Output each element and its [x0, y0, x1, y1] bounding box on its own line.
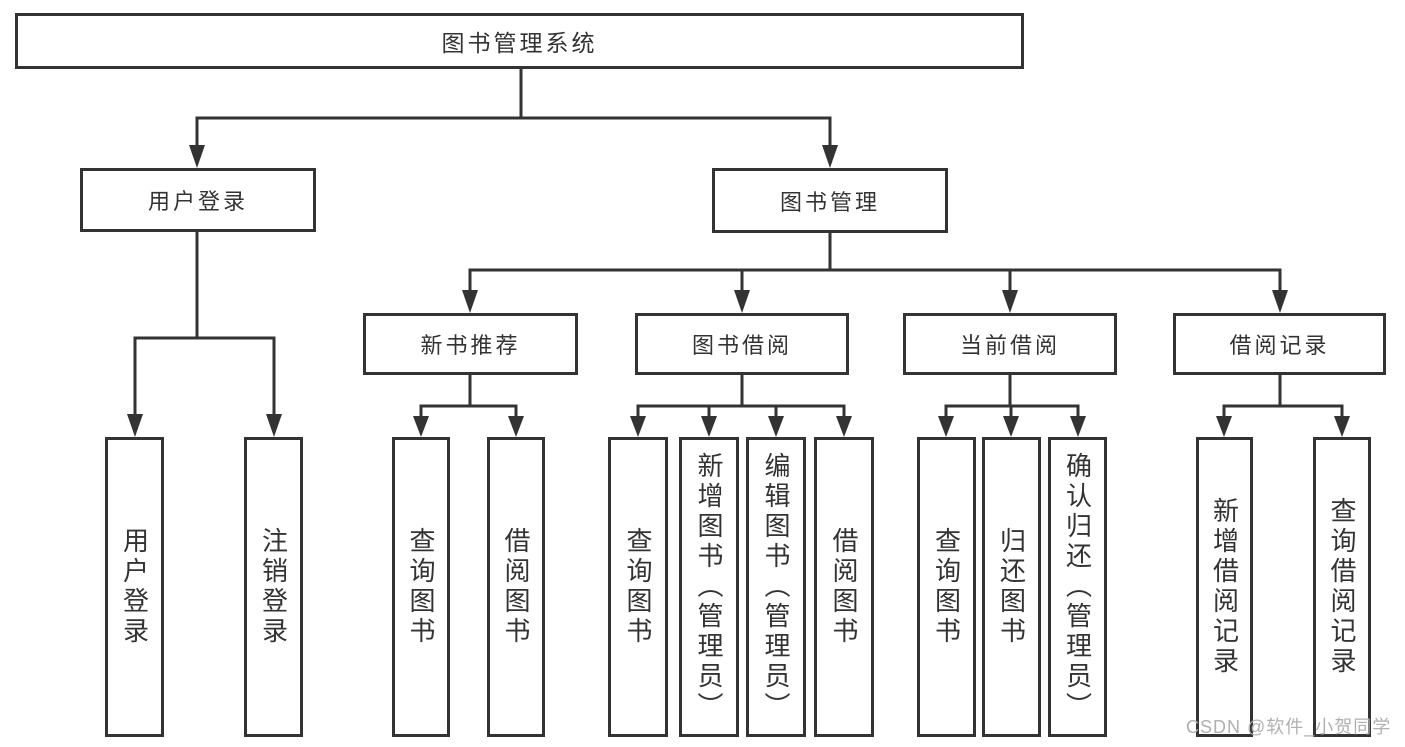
node-new-book-recommend: 新书推荐 — [363, 313, 578, 375]
node-leaf-add-borrow-record: 新增借阅记录 — [1196, 437, 1253, 737]
node-leaf-user-login: 用户登录 — [105, 437, 164, 737]
node-leaf-query-borrow-record: 查询借阅记录 — [1313, 437, 1371, 737]
node-leaf-confirm-return-admin: 确认归还（管理员） — [1048, 437, 1107, 737]
node-leaf-borrow-books-1: 借阅图书 — [487, 437, 545, 737]
edges-new-book-recommend — [413, 372, 524, 437]
edges-user-login — [127, 229, 282, 437]
node-book-borrowing: 图书借阅 — [635, 313, 849, 375]
edges-root — [189, 66, 838, 168]
node-leaf-edit-books-admin: 编辑图书（管理员） — [746, 437, 806, 737]
node-leaf-query-books-2: 查询图书 — [608, 437, 668, 737]
node-leaf-logout: 注销登录 — [244, 437, 303, 737]
edges-current-borrowing — [938, 372, 1086, 437]
node-leaf-return-books: 归还图书 — [982, 437, 1041, 737]
csdn-watermark: CSDN @软件_小贺同学 — [1186, 717, 1392, 737]
node-user-login-group: 用户登录 — [80, 168, 316, 232]
edges-borrowing-records — [1216, 372, 1350, 437]
node-borrowing-records: 借阅记录 — [1173, 313, 1386, 375]
node-book-management: 图书管理 — [712, 168, 948, 233]
edges-book-management — [462, 230, 1288, 313]
node-leaf-borrow-books-2: 借阅图书 — [814, 437, 874, 737]
node-current-borrowing: 当前借阅 — [903, 313, 1117, 375]
node-library-management-system: 图书管理系统 — [15, 13, 1024, 69]
edges-book-borrowing — [630, 372, 852, 437]
node-leaf-query-books-3: 查询图书 — [917, 437, 976, 737]
node-leaf-query-books-1: 查询图书 — [392, 437, 450, 737]
node-leaf-add-books-admin: 新增图书（管理员） — [679, 437, 739, 737]
